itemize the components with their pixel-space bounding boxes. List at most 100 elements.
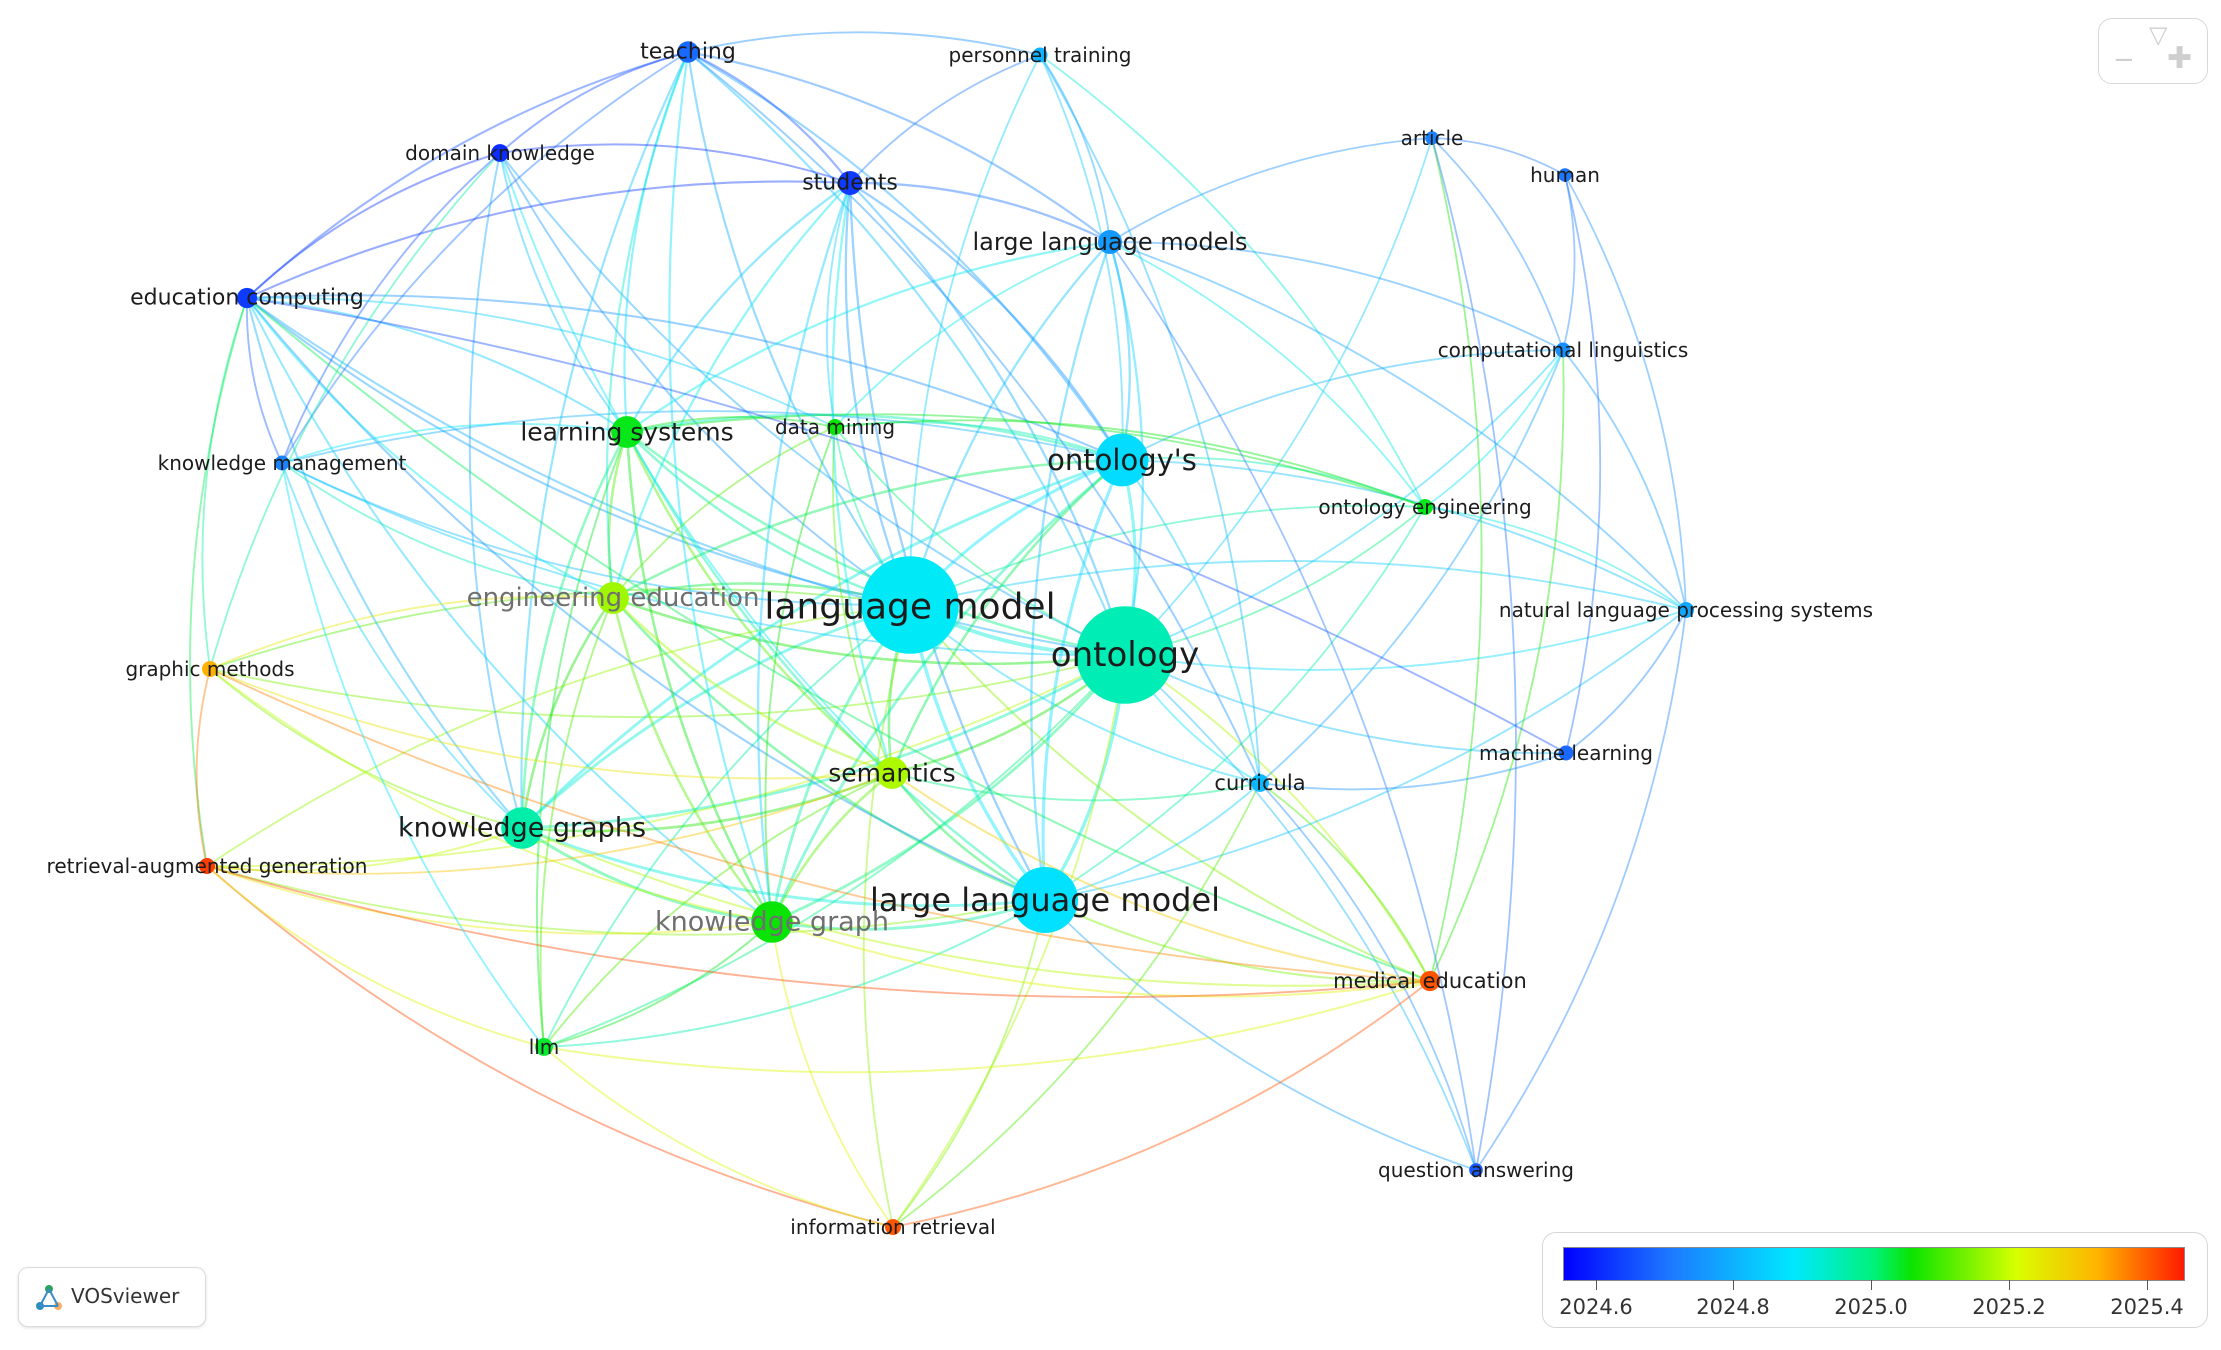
- link-large-language-model--large-language-models: [1030, 241, 1112, 901]
- link-large-language-model--knowledge-graph: [771, 898, 1046, 931]
- node-ontology-s[interactable]: [1095, 433, 1149, 487]
- node-label-natural-language-processing-systems[interactable]: natural language processing systems: [1499, 598, 1873, 622]
- node-label-students[interactable]: students: [802, 171, 898, 196]
- link-question-answering--curricula: [1259, 782, 1477, 1171]
- node-language-model[interactable]: [861, 556, 959, 654]
- node-label-teaching[interactable]: teaching: [640, 40, 736, 65]
- link-ontology-s--learning-systems: [626, 413, 1123, 462]
- node-article[interactable]: [1425, 131, 1439, 145]
- node-education-computing[interactable]: [236, 287, 258, 309]
- node-label-knowledge-management[interactable]: knowledge management: [158, 451, 407, 475]
- node-graphic-methods[interactable]: [202, 661, 218, 677]
- node-llm[interactable]: [535, 1038, 553, 1056]
- vosviewer-badge[interactable]: VOSviewer: [18, 1267, 206, 1327]
- node-label-large-language-model[interactable]: large language model: [870, 881, 1220, 919]
- node-label-language-model[interactable]: language model: [764, 587, 1055, 628]
- node-human[interactable]: [1558, 168, 1572, 182]
- link-article--computational-linguistics: [1431, 137, 1564, 351]
- node-knowledge-graphs[interactable]: [501, 807, 543, 849]
- node-large-language-model[interactable]: [1012, 867, 1078, 933]
- node-label-machine-learning[interactable]: machine learning: [1479, 741, 1653, 765]
- link-human--computational-linguistics: [1562, 174, 1576, 351]
- node-label-computational-linguistics[interactable]: computational linguistics: [1438, 338, 1689, 362]
- node-label-large-language-models[interactable]: large language models: [972, 228, 1247, 256]
- node-label-retrieval-augmented-generation[interactable]: retrieval-augmented generation: [47, 854, 368, 878]
- link-medical-education--computational-linguistics: [1429, 349, 1565, 982]
- link-knowledge-graphs--retrieval-augmented-generation: [206, 827, 523, 872]
- node-label-knowledge-graphs[interactable]: knowledge graphs: [398, 813, 646, 844]
- node-label-information-retrieval[interactable]: information retrieval: [790, 1215, 995, 1239]
- node-ontology-engineering[interactable]: [1417, 499, 1433, 515]
- node-retrieval-augmented-generation[interactable]: [199, 858, 215, 874]
- link-knowledge-graph--teaching: [668, 51, 774, 923]
- link-large-language-model--question-answering: [1044, 899, 1477, 1171]
- link-semantics--medical-education: [891, 772, 1431, 983]
- link-ontology-s--students: [849, 182, 1123, 461]
- node-label-ontology[interactable]: ontology: [1051, 635, 1199, 675]
- node-label-ontology-s[interactable]: ontology's: [1047, 443, 1197, 477]
- node-label-personnel-training[interactable]: personnel training: [949, 43, 1132, 67]
- link-education-computing--medical-education: [246, 297, 1431, 982]
- node-machine-learning[interactable]: [1558, 745, 1574, 761]
- node-large-language-models[interactable]: [1098, 230, 1122, 254]
- link-students--domain-knowledge: [499, 143, 851, 184]
- pan-triangle-icon[interactable]: ▽: [2149, 21, 2168, 49]
- node-label-learning-systems[interactable]: learning systems: [520, 418, 733, 447]
- link-language-model--information-retrieval: [862, 604, 911, 1228]
- node-ontology[interactable]: [1076, 606, 1174, 704]
- node-label-medical-education[interactable]: medical education: [1333, 969, 1527, 993]
- zoom-in-icon[interactable]: ✚: [2167, 41, 2193, 76]
- link-teaching--education-computing: [246, 50, 689, 299]
- node-information-retrieval[interactable]: [885, 1219, 901, 1235]
- zoom-control[interactable]: ▽ − ✚: [2098, 18, 2208, 84]
- link-knowledge-graph--retrieval-augmented-generation: [206, 865, 773, 935]
- link-llm--knowledge-management: [281, 462, 545, 1048]
- link-ontology--retrieval-augmented-generation: [206, 654, 1126, 868]
- node-engineering-education[interactable]: [597, 582, 629, 614]
- node-teaching[interactable]: [677, 41, 699, 63]
- link-large-language-model--medical-education: [1044, 899, 1431, 983]
- link-learning-systems--large-language-models: [626, 240, 1111, 433]
- node-label-education-computing[interactable]: education computing: [130, 286, 364, 311]
- zoom-out-icon[interactable]: −: [2113, 45, 2135, 75]
- link-computational-linguistics--curricula: [1259, 349, 1564, 784]
- node-layer: [199, 41, 1694, 1235]
- node-label-domain-knowledge[interactable]: domain knowledge: [405, 141, 595, 165]
- node-learning-systems[interactable]: [611, 416, 643, 448]
- node-label-semantics[interactable]: semantics: [828, 759, 955, 788]
- node-personnel-training[interactable]: [1032, 47, 1048, 63]
- node-label-question-answering[interactable]: question answering: [1378, 1158, 1574, 1182]
- link-engineering-education--graphic-methods: [209, 595, 614, 670]
- node-label-data-mining[interactable]: data mining: [775, 415, 895, 439]
- link-medical-education--curricula: [1259, 782, 1431, 982]
- link-learning-systems--ontology-engineering: [626, 413, 1426, 508]
- node-domain-knowledge[interactable]: [491, 144, 509, 162]
- node-natural-language-processing-systems[interactable]: [1678, 602, 1694, 618]
- node-curricula[interactable]: [1251, 774, 1269, 792]
- link-retrieval-augmented-generation--information-retrieval: [206, 865, 894, 1228]
- node-semantics[interactable]: [876, 757, 908, 789]
- node-question-answering[interactable]: [1469, 1163, 1483, 1177]
- node-students[interactable]: [838, 171, 862, 195]
- node-label-knowledge-graph[interactable]: knowledge graph: [655, 907, 889, 938]
- link-domain-knowledge--knowledge-management: [281, 152, 501, 464]
- node-knowledge-management[interactable]: [274, 455, 290, 471]
- legend-tick-label: 2024.8: [1696, 1295, 1770, 1319]
- node-label-llm[interactable]: llm: [529, 1035, 560, 1059]
- node-label-human[interactable]: human: [1530, 163, 1600, 187]
- node-label-engineering-education[interactable]: engineering education: [467, 583, 760, 613]
- link-language-model--graphic-methods: [209, 587, 911, 670]
- node-computational-linguistics[interactable]: [1555, 342, 1571, 358]
- link-teaching--curricula: [687, 51, 1261, 784]
- link-engineering-education--learning-systems: [607, 431, 629, 599]
- node-label-ontology-engineering[interactable]: ontology engineering: [1318, 495, 1531, 519]
- node-medical-education[interactable]: [1419, 970, 1441, 992]
- link-data-mining--large-language-models: [834, 241, 1111, 428]
- link-learning-systems--data-mining: [626, 415, 836, 433]
- node-label-curricula[interactable]: curricula: [1214, 771, 1305, 795]
- node-label-graphic-methods[interactable]: graphic methods: [125, 657, 294, 681]
- node-knowledge-graph[interactable]: [751, 901, 793, 943]
- node-data-mining[interactable]: [827, 419, 843, 435]
- node-label-article[interactable]: article: [1401, 126, 1464, 150]
